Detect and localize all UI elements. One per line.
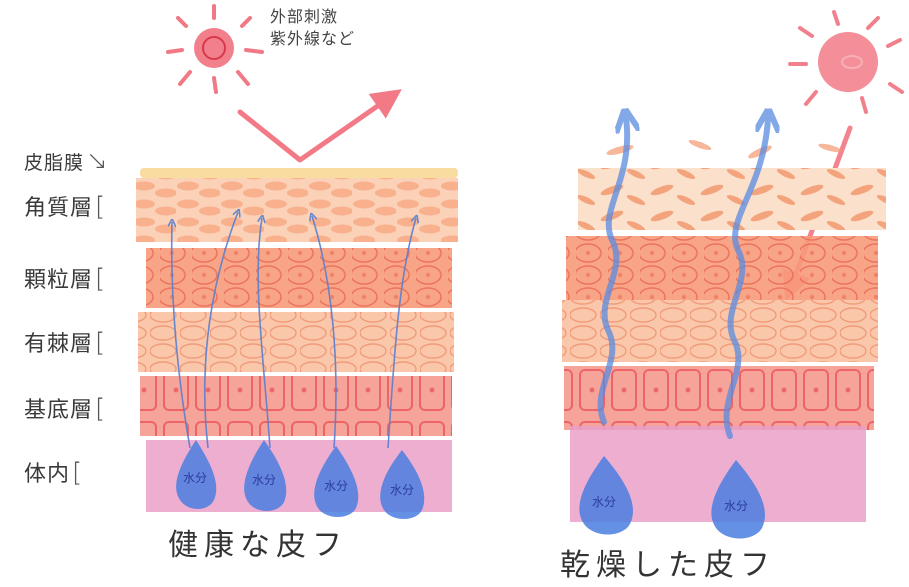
- water-drop-icon: 水分: [711, 460, 765, 539]
- moisture-retention-arrows: [172, 212, 416, 449]
- dry-skin-caption: 乾燥した皮フ: [560, 548, 776, 583]
- moisture-escape-arrows: [597, 118, 768, 439]
- reflected-uv-arrow: [237, 89, 402, 163]
- external-stimulus-line2: 紫外線など: [270, 29, 356, 48]
- svg-text:水分: 水分: [252, 473, 276, 487]
- external-stimulus-line1: 外部刺激: [270, 7, 339, 26]
- svg-text:水分: 水分: [324, 479, 348, 493]
- svg-text:水分: 水分: [183, 471, 207, 485]
- bracket-icon: [: [95, 192, 107, 222]
- pointer-arrow-icon: ↘: [86, 146, 109, 176]
- sun-icon: [788, 10, 904, 114]
- spinosum-label: 有棘層[: [24, 328, 107, 358]
- svg-text:水分: 水分: [724, 499, 748, 513]
- bracket-icon: [: [95, 328, 107, 358]
- healthy-skin-caption: 健康な皮フ: [168, 528, 348, 563]
- water-drop-icon: 水分: [314, 446, 359, 517]
- basale-label: 基底層[: [24, 394, 107, 424]
- water-drop-icon: 水分: [176, 440, 217, 509]
- bracket-icon: [: [95, 394, 107, 424]
- external-stimulus-label: 外部刺激 紫外線など: [270, 6, 355, 50]
- water-drop-icon: 水分: [244, 440, 287, 511]
- interior-label: 体内[: [24, 458, 84, 488]
- corneum-label: 角質層[: [24, 192, 107, 222]
- sebum-label: 皮脂膜↘: [24, 146, 109, 176]
- bracket-icon: [: [72, 458, 84, 488]
- dry-skin-diagram: 水分 水分: [562, 10, 904, 539]
- healthy-skin-diagram: 水分 水分 水分 水分: [136, 4, 458, 519]
- bracket-icon: [: [95, 264, 107, 294]
- sun-icon: [166, 4, 264, 94]
- water-drop-icon: 水分: [579, 456, 633, 535]
- svg-text:水分: 水分: [390, 483, 414, 497]
- svg-text:水分: 水分: [592, 495, 616, 509]
- sebum-film: [140, 168, 458, 178]
- granulosum-label: 顆粒層[: [24, 264, 107, 294]
- water-drop-icon: 水分: [380, 450, 425, 519]
